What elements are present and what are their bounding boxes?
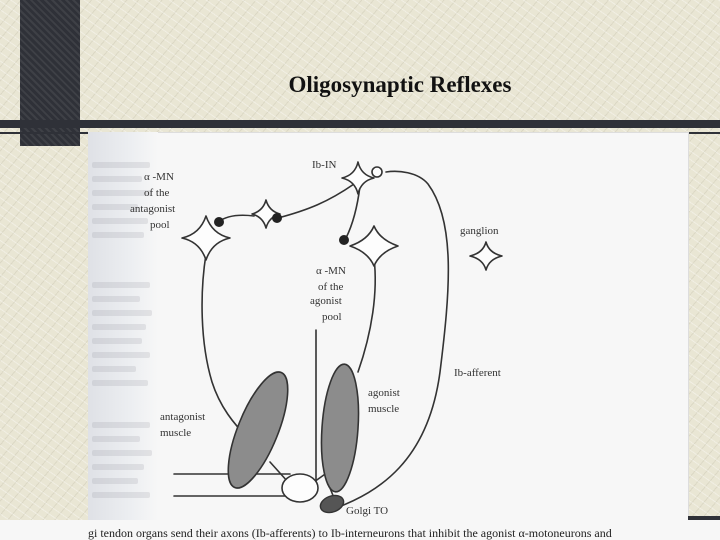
decorative-right-tick [688,516,720,520]
label-ib-in: Ib-IN [312,159,336,171]
scanned-page-edge [88,132,158,540]
reflex-diagram-figure: α -MN of the antagonist pool Ib-IN gangl… [88,132,689,540]
label-agonist-mn-line4: pool [322,311,342,323]
synapse-agonist-mn [339,235,349,245]
label-antagonist-muscle-line1: antagonist [160,411,205,423]
label-agonist-mn-line1: α -MN [316,265,346,277]
title-rule-thick [0,120,720,128]
ib-interneuron-soma [341,161,375,195]
antagonist-muscle-shape [227,371,289,489]
agonist-alpha-mn-soma [349,225,399,267]
label-ib-afferent: Ib-afferent [454,367,501,379]
slide-title: Oligosynaptic Reflexes [288,72,512,97]
synapse-ib-in-open [371,166,383,178]
label-antagonist-muscle-line2: muscle [160,427,191,439]
synapse-interneuron [272,213,282,223]
label-antagonist-mn-line3: antagonist [130,203,175,215]
label-antagonist-mn-line1: α -MN [144,171,174,183]
label-antagonist-mn-line4: pool [150,219,170,231]
label-golgi-to: Golgi TO [346,505,388,517]
figure-caption: gi tendon organs send their axons (Ib-af… [88,526,612,540]
label-antagonist-mn-line2: of the [144,187,169,199]
agonist-muscle-shape [320,363,360,493]
label-ganglion: ganglion [460,225,499,237]
ib-in-to-antagonist-axon [277,183,355,219]
ganglion-soma [469,241,503,271]
ib-afferent-fiber [335,170,450,509]
antagonist-alpha-mn-soma [181,215,231,261]
label-agonist-mn-line2: of the [318,281,343,293]
label-agonist-muscle-line2: muscle [368,403,399,415]
antagonist-mn-axon [201,253,249,439]
golgi-tendon-organ-shape [319,494,345,514]
label-agonist-mn-line3: agonist [310,295,342,307]
antagonist-tendon [269,461,289,483]
joint-shape [281,473,319,503]
agonist-mn-axon [357,257,377,373]
synapse-antagonist-mn [214,217,224,227]
inhibitory-interneuron-soma [251,199,281,229]
reflex-circuit-svg: α -MN of the antagonist pool Ib-IN gangl… [130,159,503,517]
label-agonist-muscle-line1: agonist [368,387,400,399]
caption-band [0,520,720,540]
